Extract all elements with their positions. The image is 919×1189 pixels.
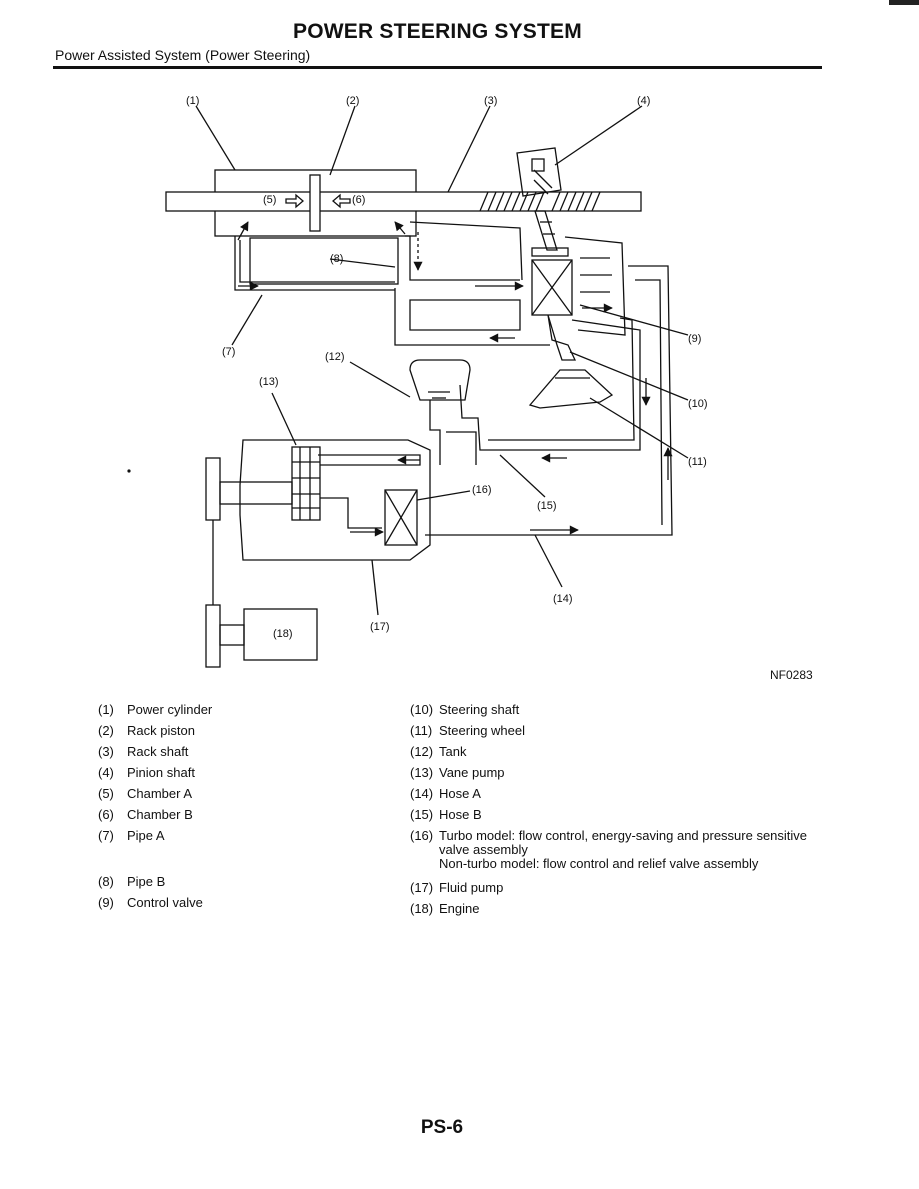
steering-wheel — [528, 369, 614, 409]
legend-item: (4)Pinion shaft — [98, 765, 195, 780]
callout-2: (2) — [346, 95, 359, 107]
control-valve — [531, 259, 573, 316]
page-number: PS-6 — [420, 1117, 464, 1138]
callout-8: (8) — [330, 253, 343, 265]
engine-block — [243, 608, 318, 661]
legend-item: (17)Fluid pump — [410, 880, 504, 895]
legend-item: (6)Chamber B — [98, 807, 193, 822]
tank — [409, 359, 471, 401]
legend-item: (18)Engine — [410, 901, 480, 916]
legend-item: (16)Turbo model: flow control, energy-sa… — [410, 828, 808, 871]
callout-4: (4) — [637, 95, 650, 107]
callout-13: (13) — [259, 376, 279, 388]
legend-item: (14)Hose A — [410, 786, 481, 801]
fluid-pump — [239, 439, 431, 561]
callout-15: (15) — [537, 500, 557, 512]
legend-item: (5)Chamber A — [98, 786, 193, 801]
callout-14: (14) — [553, 593, 573, 605]
power-steering-diagram: (1) (2) (3) (4) (5) (6) (7) (8) (9) (10)… — [127, 95, 708, 668]
legend-item: (2)Rack piston — [98, 723, 195, 738]
figure-code: NF0283 — [770, 668, 813, 682]
legend-item: (11)Steering wheel — [410, 723, 525, 738]
callout-11: (11) — [688, 456, 707, 468]
legend-left: (1)Power cylinder (2)Rack piston (3)Rack… — [98, 703, 388, 917]
legend-right: (10)Steering shaft (11)Steering wheel (1… — [410, 703, 830, 923]
callout-18: (18) — [273, 628, 293, 640]
legend-item: (8)Pipe B — [98, 874, 166, 889]
callout-5: (5) — [263, 194, 276, 206]
legend-item: (9)Control valve — [98, 895, 203, 910]
engine-pulley — [205, 604, 221, 668]
pinion-housing — [516, 147, 562, 197]
legend-item: (7)Pipe A — [98, 828, 165, 843]
callout-12: (12) — [325, 351, 345, 363]
legend-item: (1)Power cylinder — [98, 702, 213, 717]
steering-shaft — [534, 210, 558, 251]
flow-control-valve — [384, 489, 418, 546]
callout-10: (10) — [688, 398, 708, 410]
callout-3: (3) — [484, 95, 497, 107]
callout-16: (16) — [472, 484, 492, 496]
header-rule — [53, 66, 822, 69]
callout-9: (9) — [688, 333, 701, 345]
legend-item: (10)Steering shaft — [410, 702, 520, 717]
callout-7: (7) — [222, 346, 235, 358]
page-title: POWER STEERING SYSTEM — [293, 20, 582, 43]
pump-pulley — [205, 457, 221, 521]
page-subtitle: Power Assisted System (Power Steering) — [55, 47, 311, 63]
rack-piston — [309, 174, 321, 232]
callout-6: (6) — [352, 194, 365, 206]
legend-item: (12)Tank — [410, 744, 467, 759]
legend-item: (13)Vane pump — [410, 765, 505, 780]
callout-1: (1) — [186, 95, 199, 107]
callout-17: (17) — [370, 621, 390, 633]
legend-item: (15)Hose B — [410, 807, 482, 822]
corner-mark — [889, 0, 919, 5]
legend-item: (3)Rack shaft — [98, 744, 189, 759]
vane-pump — [291, 446, 321, 521]
